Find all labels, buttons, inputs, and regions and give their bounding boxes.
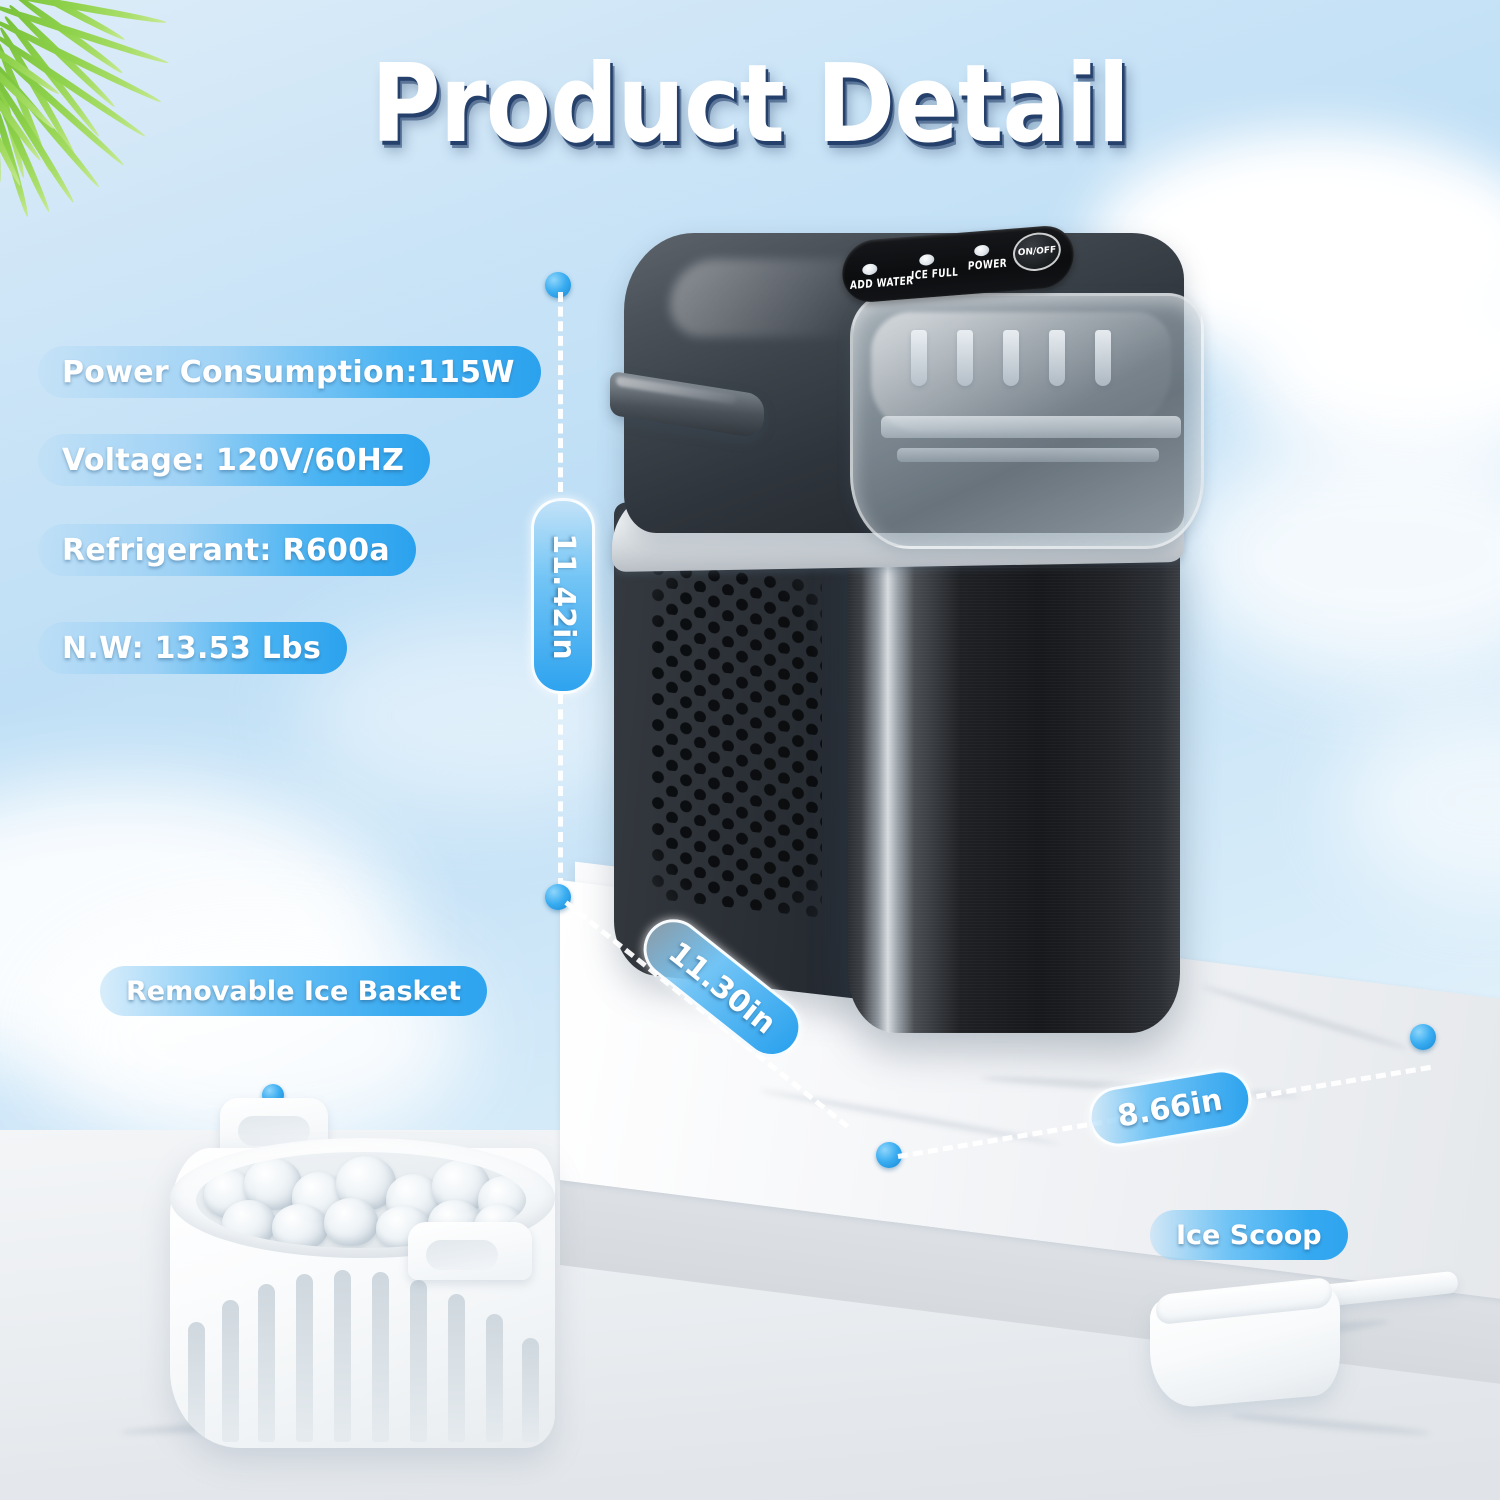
spec-label: Refrigerant: R600a [62,532,390,568]
dimension-width-value: 8.66in [1114,1082,1225,1134]
page-title: Product Detail [370,42,1130,167]
power-indicator-icon [974,244,990,257]
spec-refrigerant: Refrigerant: R600a [38,524,416,576]
feature-removable-ice-basket: Removable Ice Basket [100,966,487,1016]
ice-tray [881,416,1181,438]
ventilation-grille [650,560,822,920]
spec-label: N.W: 13.53 Lbs [62,630,322,666]
add-water-label: ADD WATER [849,275,914,293]
feature-label: Removable Ice Basket [126,975,461,1007]
spec-label: Power Consumption:115W [62,354,515,390]
ice-maker-machine: ADD WATER ICE FULL POWER ON/OFF [600,215,1240,1055]
dimension-height-value: 11.42in [545,532,581,660]
ice-full-label: ICE FULL [910,266,959,284]
feature-ice-scoop: Ice Scoop [1150,1210,1348,1260]
transparent-lid-window[interactable] [850,293,1204,549]
dimension-height: 11.42in [531,498,595,694]
power-label: POWER [967,257,1008,274]
power-button[interactable]: ON/OFF [1012,230,1062,273]
ice-scoop[interactable] [1150,1270,1459,1460]
basket-ice-pile [196,1152,526,1248]
spec-net-weight: N.W: 13.53 Lbs [38,622,348,674]
dimension-leader-line [558,292,563,492]
power-button-label: ON/OFF [1017,245,1057,259]
spec-label: Voltage: 120V/60HZ [62,442,405,478]
spec-voltage: Voltage: 120V/60HZ [38,434,431,486]
cloud-icon [300,620,660,810]
basket-handle-front[interactable] [408,1222,532,1280]
dimension-endpoint-dot-icon [876,1142,902,1168]
cloud-icon [1180,430,1500,680]
add-water-indicator-icon [862,263,878,276]
removable-ice-basket[interactable] [160,1090,580,1490]
dimension-endpoint-dot-icon [1410,1024,1436,1050]
feature-label: Ice Scoop [1176,1219,1322,1251]
dimension-endpoint-dot-icon [545,884,571,910]
ice-full-indicator-icon [919,253,935,267]
machine-front-panel [848,533,1180,1033]
dimension-leader-line [558,694,563,888]
spec-power-consumption: Power Consumption:115W [38,346,541,398]
ice-tray-secondary [897,448,1159,462]
